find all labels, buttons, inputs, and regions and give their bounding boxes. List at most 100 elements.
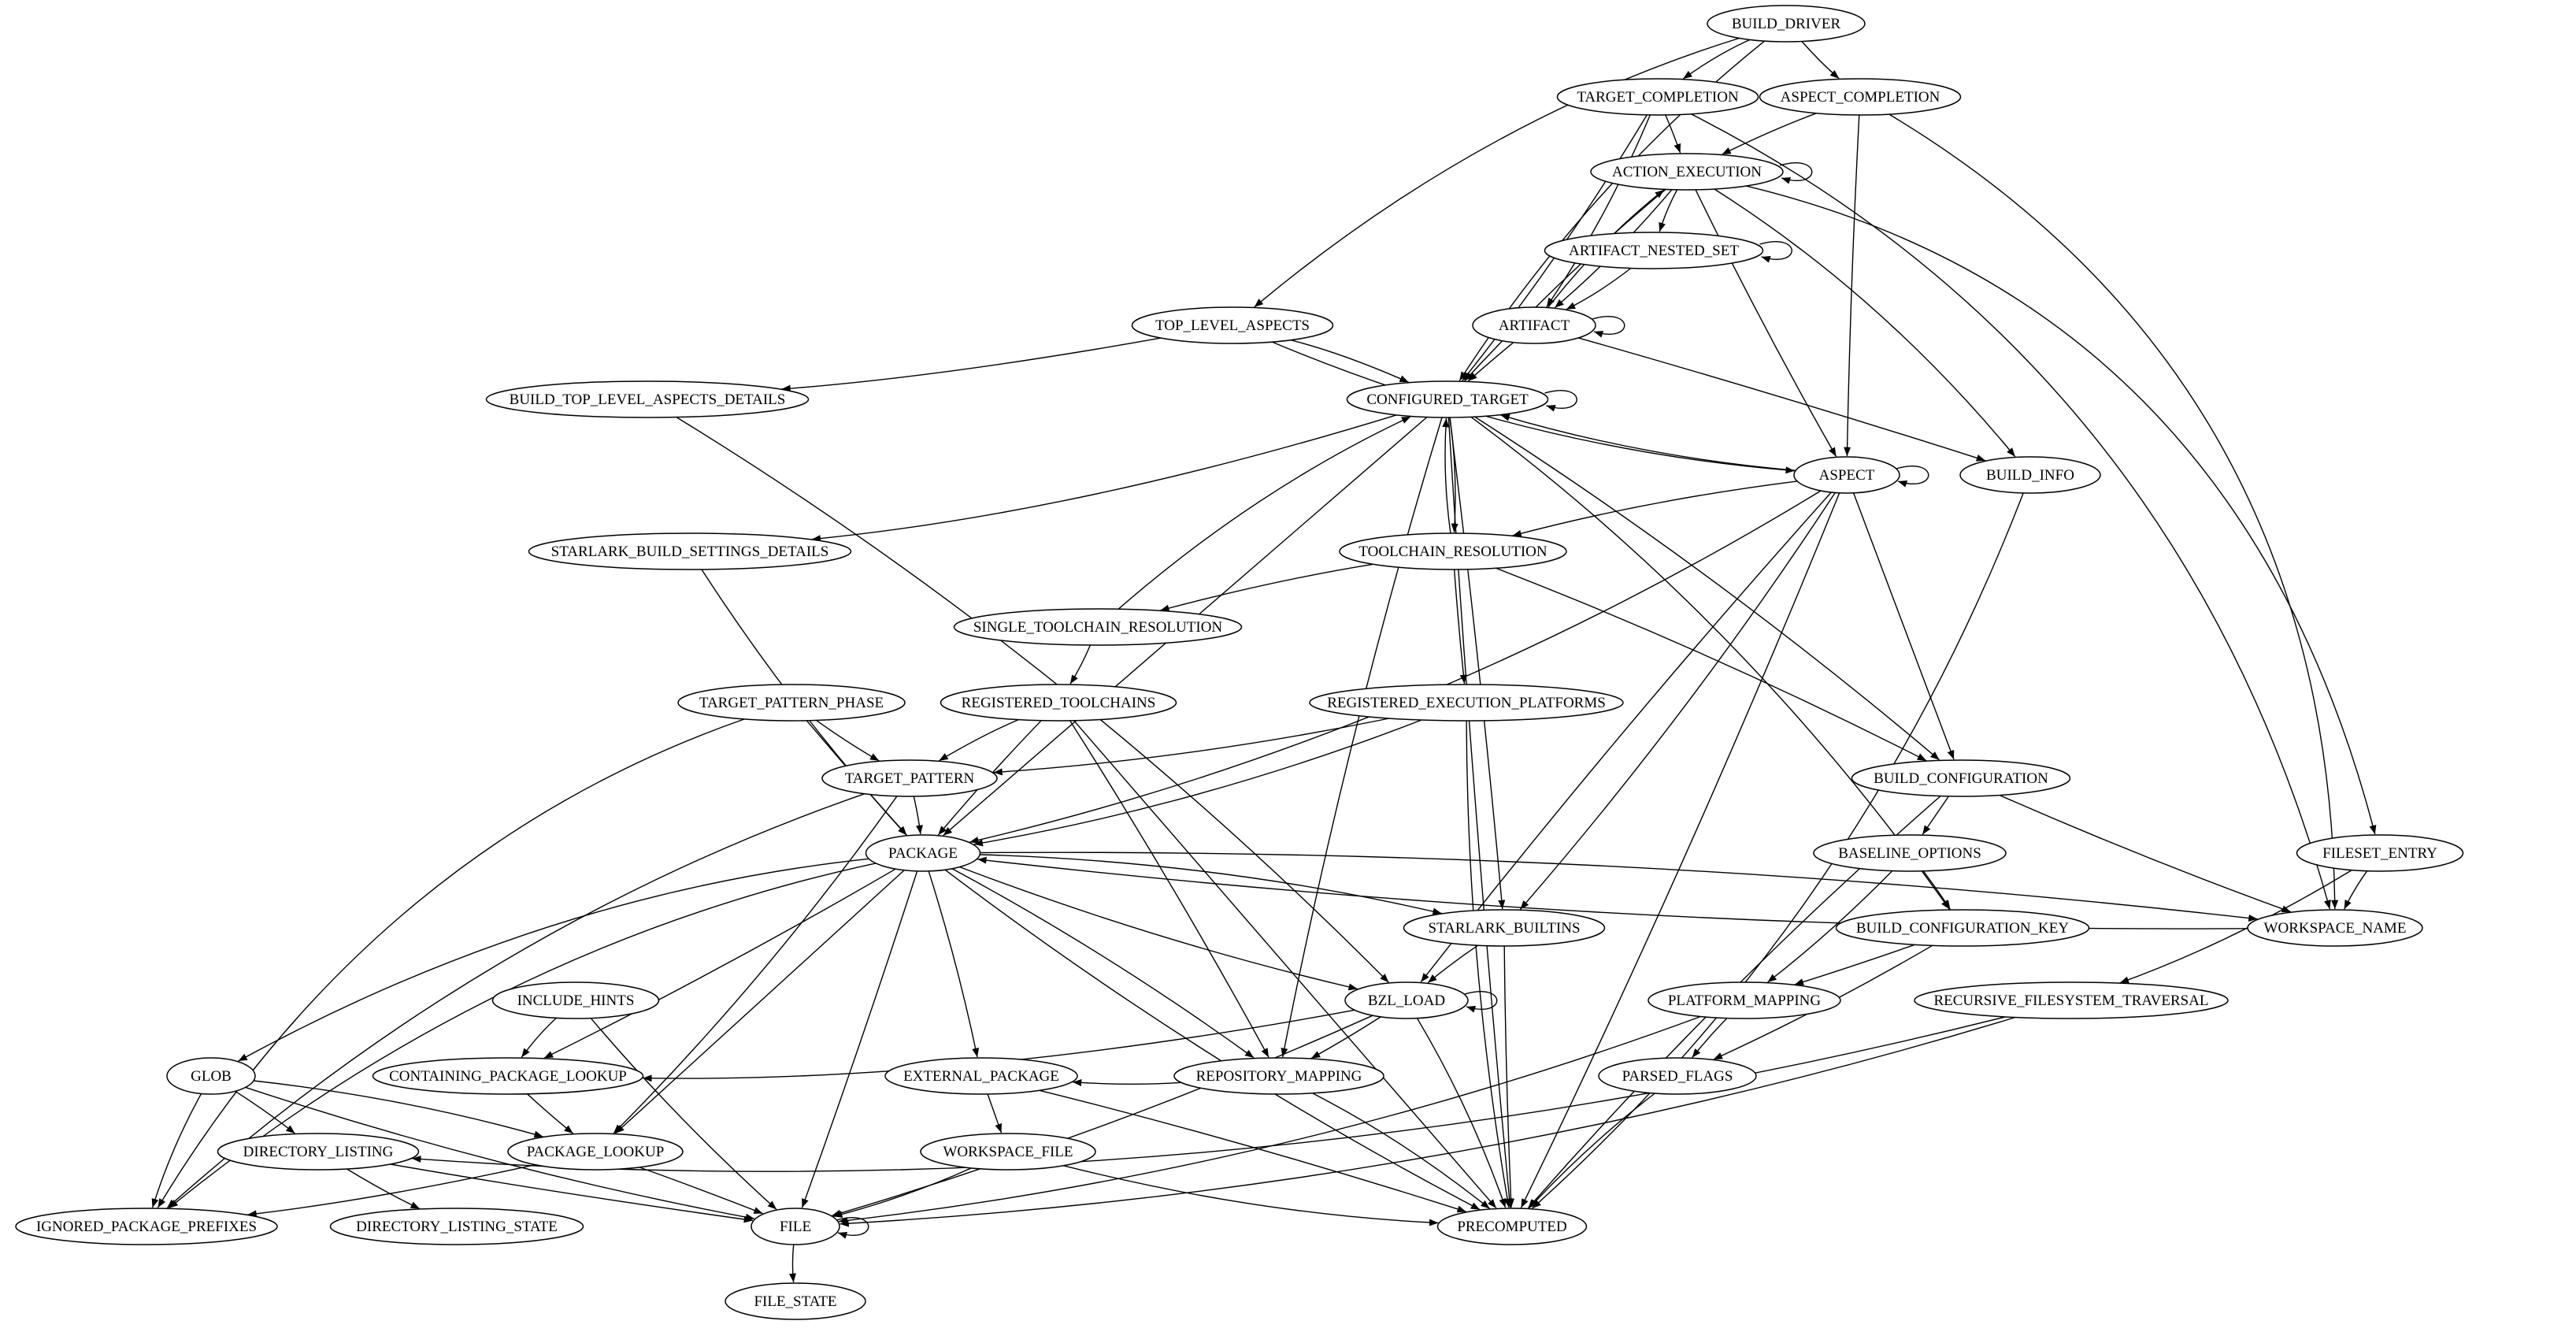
node-ignored-package-prefixes: IGNORED_PACKAGE_PREFIXES: [15, 1208, 278, 1245]
edge-configured_target-to-repository_mapping: [1281, 417, 1443, 1058]
node-ellipse: [2296, 834, 2464, 872]
node-build-top-level-aspects-details: BUILD_TOP_LEVEL_ASPECTS_DETAILS: [485, 380, 810, 418]
node-label: REPOSITORY_MAPPING: [1196, 1068, 1362, 1085]
node-ellipse: [1648, 981, 1841, 1019]
node-bzl-load: BZL_LOAD: [1344, 981, 1469, 1019]
node-ellipse: [507, 1133, 684, 1171]
node-label: FILESET_ENTRY: [2322, 845, 2437, 862]
node-file: FILE: [751, 1208, 840, 1245]
node-ellipse: [1914, 981, 2229, 1019]
node-label: PACKAGE_LOOKUP: [527, 1144, 665, 1160]
edge-target_pattern_phase-to-ignored_package_prefixes: [157, 718, 745, 1208]
edge-action_execution-to-configured_target: [1464, 188, 1666, 382]
node-ellipse: [528, 532, 852, 570]
edge-build_driver-to-target_completion: [1682, 39, 1751, 80]
node-ellipse: [1472, 306, 1596, 344]
node-label: TARGET_PATTERN_PHASE: [699, 695, 884, 711]
node-label: STARLARK_BUILTINS: [1428, 920, 1580, 937]
node-directory-listing-state: DIRECTORY_LISTING_STATE: [329, 1208, 584, 1245]
edge-glob-to-package_lookup: [253, 1080, 543, 1138]
edge-target_pattern-to-package: [913, 796, 923, 835]
node-label: INCLUDE_HINTS: [517, 993, 635, 1009]
edge-artifact-to-artifact: [1592, 315, 1625, 338]
edge-starlark_builtins-to-precomputed: [1503, 945, 1515, 1208]
node-label: FILE: [780, 1219, 811, 1235]
node-ellipse: [329, 1208, 584, 1245]
edge-recursive_filesystem_traversal-to-file: [840, 1016, 2016, 1227]
node-label: BUILD_DRIVER: [1732, 16, 1841, 32]
node-label: BASELINE_OPTIONS: [1838, 845, 1981, 862]
edge-baseline_options-to-build_configuration_key: [1922, 870, 1951, 910]
node-artifact-nested-set: ARTIFACT_NESTED_SET: [1544, 232, 1764, 269]
node-aspect-completion: ASPECT_COMPLETION: [1759, 78, 1962, 116]
edge-build_configuration-to-workspace_name: [1999, 794, 2292, 913]
node-toolchain-resolution: TOOLCHAIN_RESOLUTION: [1339, 532, 1567, 570]
edge-aspect-to-toolchain_resolution: [1512, 480, 1798, 537]
node-label: TARGET_PATTERN: [845, 770, 975, 787]
edge-aspect-to-starlark_builtins: [1519, 492, 1836, 910]
node-label: ARTIFACT: [1499, 317, 1570, 334]
edge-artifact_nested_set-to-artifact_nested_set: [1759, 240, 1792, 263]
edge-platform_mapping-to-parsed_flags: [1692, 1018, 1728, 1059]
node-external-package: EXTERNAL_PACKAGE: [884, 1057, 1078, 1095]
edge-top_level_aspects-to-build_top_level_aspects_details: [781, 337, 1162, 392]
edge-top_level_aspects-to-configured_target: [1290, 339, 1409, 383]
node-label: PRECOMPUTED: [1457, 1219, 1566, 1235]
node-label: TOOLCHAIN_RESOLUTION: [1358, 544, 1547, 560]
node-ellipse: [751, 1208, 840, 1245]
edge-aspect-to-precomputed: [1520, 492, 1840, 1208]
edge-bzl_load-to-file: [832, 1015, 1373, 1217]
node-label: STARLARK_BUILD_SETTINGS_DETAILS: [551, 544, 829, 560]
node-ellipse: [1436, 1208, 1588, 1245]
node-workspace-file: WORKSPACE_FILE: [920, 1133, 1096, 1171]
node-package: PACKAGE: [865, 834, 981, 872]
node-label: ACTION_EXECUTION: [1612, 164, 1762, 180]
node-file-state: FILE_STATE: [725, 1282, 866, 1320]
node-ellipse: [953, 608, 1243, 646]
edge-aspect_completion-to-action_execution: [1722, 113, 1817, 155]
node-fileset-entry: FILESET_ENTRY: [2296, 834, 2464, 872]
node-ellipse: [865, 834, 981, 872]
edge-recursive_filesystem_traversal-to-directory_listing: [412, 1016, 2006, 1172]
node-build-configuration-key: BUILD_CONFIGURATION_KEY: [1835, 909, 2090, 947]
node-ellipse: [491, 981, 660, 1019]
node-label: FILE_STATE: [754, 1293, 836, 1310]
node-ellipse: [1813, 834, 2007, 872]
node-label: IGNORED_PACKAGE_PREFIXES: [36, 1219, 257, 1235]
edge-artifact-to-build_info: [1578, 337, 1986, 462]
edge-external_package-to-precomputed: [1039, 1089, 1467, 1213]
node-baseline-options: BASELINE_OPTIONS: [1813, 834, 2007, 872]
node-ellipse: [15, 1208, 278, 1245]
edge-fileset_entry-to-recursive_filesystem_traversal: [2119, 870, 2352, 984]
edge-file-to-file_state: [788, 1244, 797, 1283]
node-label: SINGLE_TOOLCHAIN_RESOLUTION: [973, 619, 1223, 636]
edge-single_toolchain_resolution-to-configured_target: [1118, 416, 1411, 610]
edge-configured_target-to-starlark_build_settings_details: [811, 414, 1397, 543]
node-target-completion: TARGET_COMPLETION: [1556, 78, 1759, 116]
edge-bzl_load-to-precomputed: [1416, 1018, 1507, 1208]
edge-action_execution-to-fileset_entry: [1746, 185, 2377, 835]
edge-file-to-file: [836, 1216, 869, 1239]
edge-single_toolchain_resolution-to-registered_toolchains: [1069, 644, 1092, 685]
edge-top_level_aspects-to-aspect: [1272, 341, 1795, 474]
node-label: DIRECTORY_LISTING: [243, 1144, 394, 1160]
node-ellipse: [1309, 684, 1624, 722]
edge-configured_target-to-build_configuration_key: [1470, 416, 1950, 910]
edge-action_execution-to-aspect: [1695, 189, 1837, 457]
edge-starlark_builtins-to-bzl_load: [1427, 944, 1479, 984]
edge-include_hints-to-containing_package_lookup: [521, 1017, 557, 1058]
edge-package-to-containing_package_lookup: [543, 868, 896, 1059]
node-ellipse: [1793, 456, 1900, 494]
edge-parsed_flags-to-precomputed: [1529, 1093, 1655, 1209]
edge-repository_mapping-to-external_package: [1072, 1078, 1181, 1086]
node-ellipse: [166, 1057, 256, 1095]
node-ellipse: [677, 684, 906, 722]
node-directory-listing: DIRECTORY_LISTING: [217, 1133, 420, 1171]
edge-build_driver-to-aspect_completion: [1801, 41, 1840, 80]
edge-package-to-precomputed: [944, 869, 1481, 1211]
edge-directory_listing-to-directory_listing_state: [347, 1168, 421, 1210]
node-label: REGISTERED_TOOLCHAINS: [962, 695, 1156, 711]
node-action-execution: ACTION_EXECUTION: [1590, 153, 1784, 191]
edge-registered_execution_platforms-to-target_pattern: [993, 718, 1390, 776]
